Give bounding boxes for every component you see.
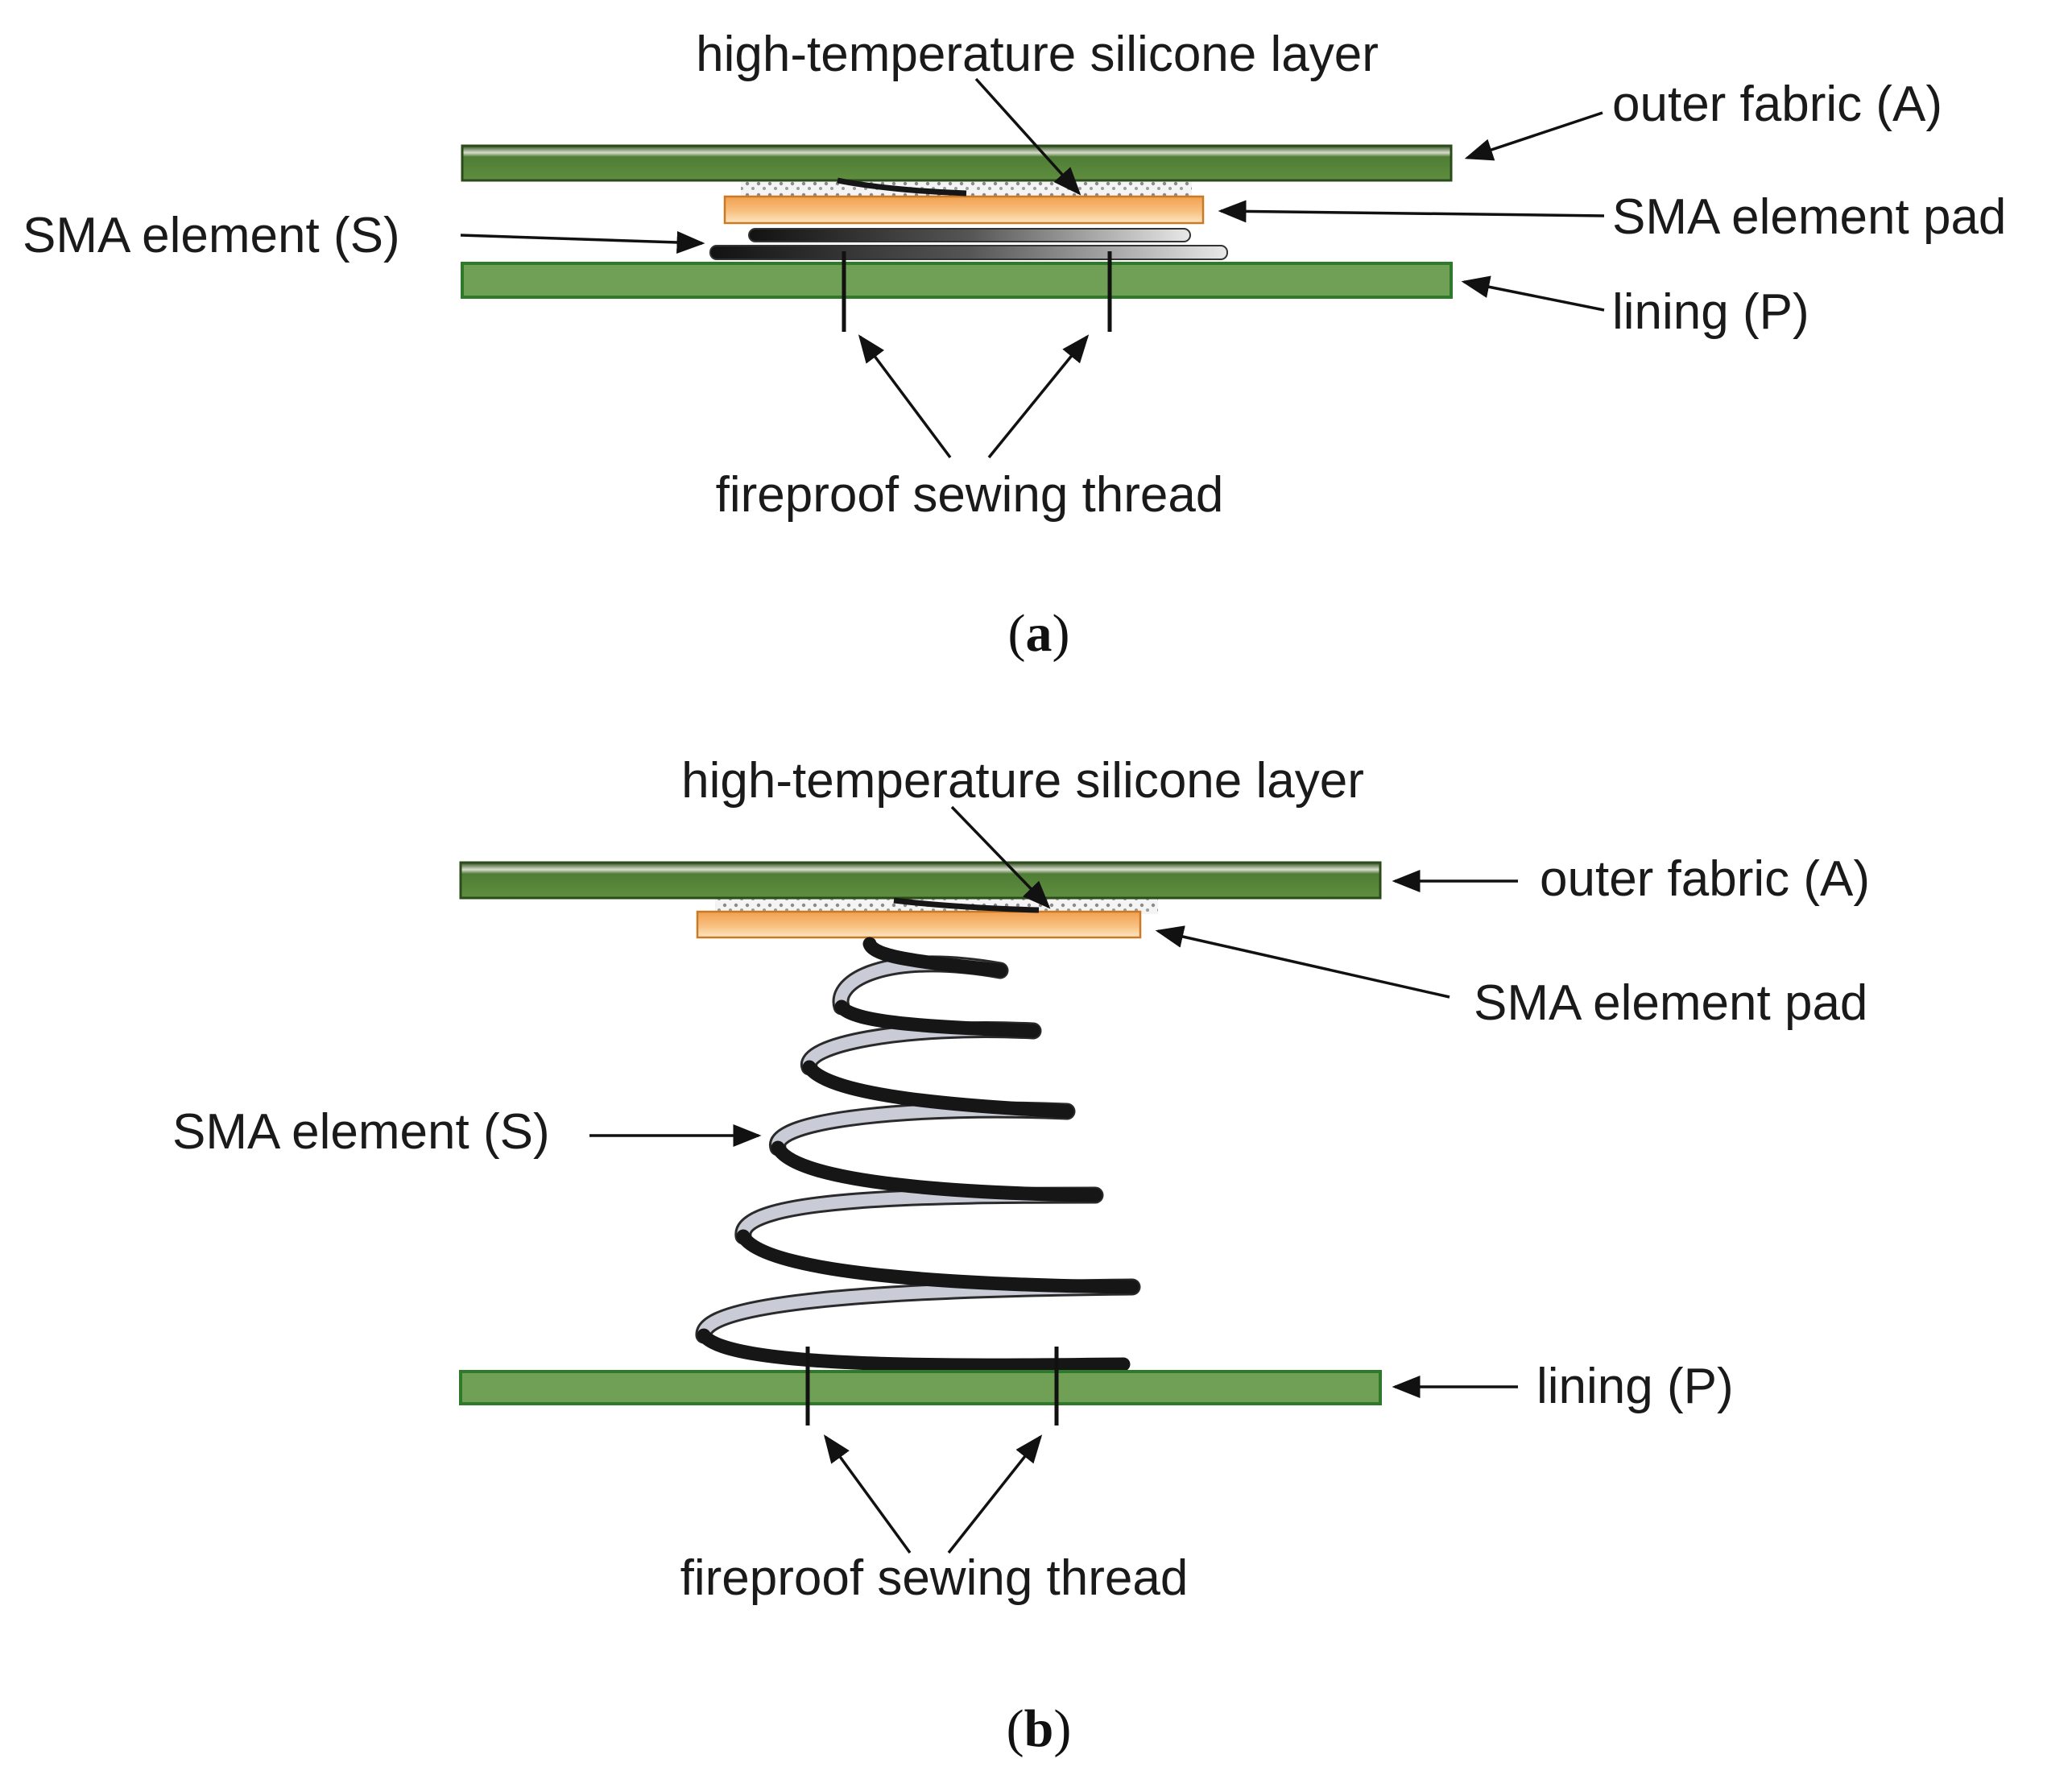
leader-thread-right <box>987 334 1090 459</box>
sma-element-spring <box>695 937 1141 1372</box>
silicone-layer <box>741 180 1192 198</box>
label-outer-fabric: outer fabric (A) <box>1540 851 1870 907</box>
sma-element-pad <box>696 910 1142 939</box>
leader-sma-pad <box>1218 200 1605 223</box>
label-sma-element-pad: SMA element pad <box>1612 189 2006 245</box>
leader-thread-right <box>947 1434 1043 1554</box>
label-sma-element: SMA element (S) <box>172 1104 550 1160</box>
caption-a: (a) <box>1008 604 1070 663</box>
label-outer-fabric: outer fabric (A) <box>1612 77 1942 132</box>
lining <box>459 1370 1382 1405</box>
leader-silicone <box>974 77 1081 196</box>
outer-fabric <box>459 861 1382 900</box>
leader-lining <box>1461 275 1605 312</box>
leader-thread-left <box>823 1434 912 1554</box>
outer-fabric <box>461 144 1453 182</box>
label-lining: lining (P) <box>1612 284 1809 340</box>
label-lining: lining (P) <box>1536 1359 1734 1414</box>
label-sewing-thread: fireproof sewing thread <box>680 1550 1189 1606</box>
label-sewing-thread: fireproof sewing thread <box>716 467 1224 523</box>
leader-outer-fabric <box>1464 111 1603 161</box>
leader-thread-left <box>858 334 952 459</box>
sma-element-flat-upper <box>748 228 1191 242</box>
label-sma-element: SMA element (S) <box>23 208 400 263</box>
leader-sma-pad <box>1155 925 1450 999</box>
lining <box>461 262 1453 299</box>
sma-element-end <box>837 177 967 197</box>
label-sma-element-pad: SMA element pad <box>1474 975 1867 1031</box>
leader-sma-element <box>460 230 705 254</box>
sma-element-flat-lower <box>709 245 1228 260</box>
label-silicone-layer: high-temperature silicone layer <box>696 27 1379 82</box>
sma-element-end <box>893 897 1040 913</box>
panel-a: high-temperature silicone layer outer fa… <box>23 27 2006 663</box>
panel-b: high-temperature silicone layer outer fa… <box>172 753 1870 1758</box>
sma-element-pad <box>723 195 1205 225</box>
caption-b: (b) <box>1007 1699 1072 1758</box>
leader-silicone <box>950 805 1051 909</box>
label-silicone-layer: high-temperature silicone layer <box>681 753 1364 809</box>
